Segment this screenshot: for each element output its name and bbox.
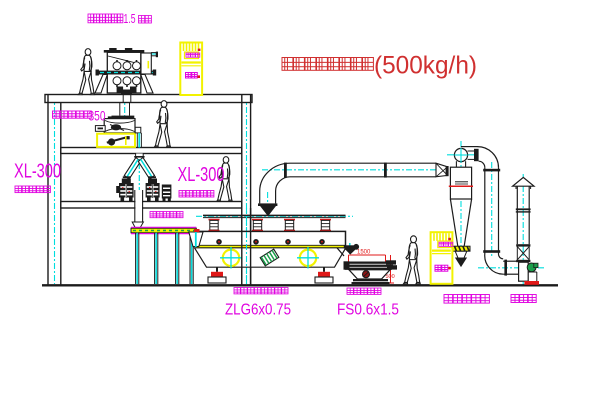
svg-text:ZLG6x0.75: ZLG6x0.75	[225, 302, 291, 319]
svg-text:(500kg/h): (500kg/h)	[374, 52, 477, 80]
svg-text:1500: 1500	[357, 250, 371, 256]
svg-text:XL-300: XL-300	[178, 164, 225, 186]
svg-text:XL-300: XL-300	[14, 161, 61, 183]
svg-text:500: 500	[386, 274, 395, 280]
svg-text:350: 350	[89, 109, 106, 124]
svg-text:FS0.6x1.5: FS0.6x1.5	[337, 302, 399, 319]
svg-text:1.5: 1.5	[124, 11, 136, 26]
